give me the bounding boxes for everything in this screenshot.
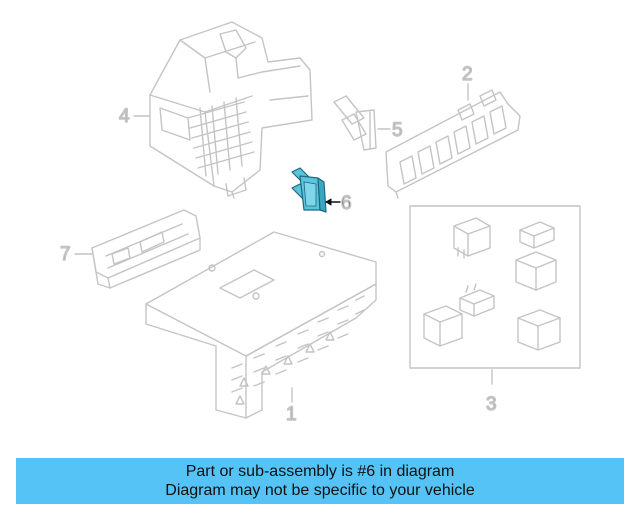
callout-5: 5 <box>377 119 403 142</box>
part-4-fuse-box-housing[interactable] <box>149 21 313 199</box>
relay-kit-frame <box>409 205 581 369</box>
relay-e <box>423 305 463 347</box>
relay-a <box>453 217 491 259</box>
callout-label-4: 4 <box>119 106 130 127</box>
part-1-junction-block[interactable] <box>145 231 377 419</box>
callout-label-6: 6 <box>341 193 352 214</box>
relay-c <box>515 251 557 291</box>
part-6-fuse-highlighted[interactable] <box>291 167 327 213</box>
caption-disclaimer-line: Diagram may not be specific to your vehi… <box>165 482 475 499</box>
callout-label-3: 3 <box>486 394 497 415</box>
callout-1: 1 <box>285 387 297 426</box>
caption-part-line: Part or sub-assembly is #6 in diagram <box>185 463 455 480</box>
part-2-connector-strip[interactable] <box>385 89 521 199</box>
callout-label-2: 2 <box>462 64 473 85</box>
part-3-relay-kit[interactable] <box>409 205 581 369</box>
callout-6: 6 <box>325 192 352 215</box>
relay-b <box>519 221 555 249</box>
callout-label-7: 7 <box>60 244 71 265</box>
callout-label-5: 5 <box>392 120 403 141</box>
diagram-caption-banner: Part or sub-assembly is #6 in diagram Di… <box>16 458 624 504</box>
callout-4: 4 <box>118 105 151 128</box>
relay-d <box>459 283 495 317</box>
callout-2: 2 <box>461 63 473 101</box>
part-5-fuse[interactable] <box>333 95 377 151</box>
callout-3: 3 <box>485 369 497 416</box>
callout-label-1: 1 <box>286 404 297 425</box>
callout-7: 7 <box>59 243 93 266</box>
relay-f <box>517 309 561 351</box>
part-7-cover-strip[interactable] <box>91 209 201 289</box>
